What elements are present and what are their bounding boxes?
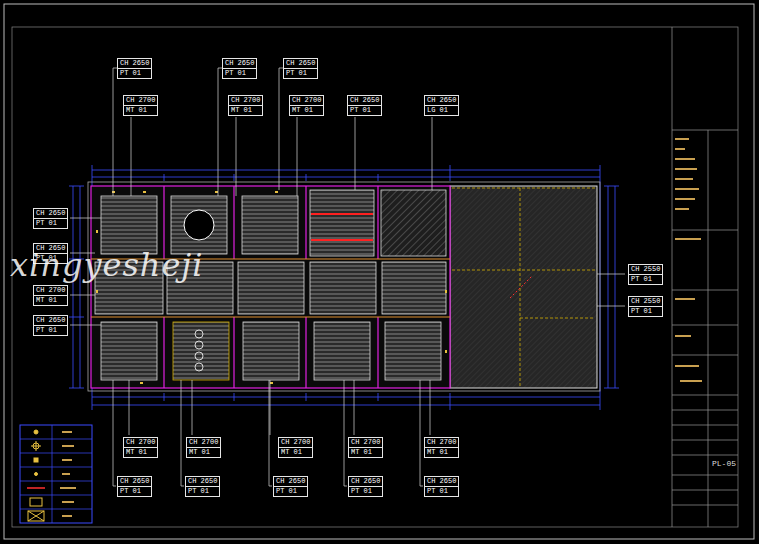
finish-tag: CH 2700MT 01 [123, 95, 158, 116]
finish-tag: CH 2550PT 01 [628, 264, 663, 285]
tag-text: PT 01 [629, 307, 662, 316]
tag-text: CH 2700 [229, 96, 262, 106]
tag-text: CH 2550 [629, 265, 662, 275]
tag-text: PT 01 [284, 69, 317, 78]
tag-text: PT 01 [274, 487, 307, 496]
tag-text: CH 2700 [124, 96, 157, 106]
finish-tag: CH 2650PT 01 [348, 476, 383, 497]
finish-tag: CH 2650PT 01 [33, 315, 68, 336]
finish-tag: CH 2700MT 01 [186, 437, 221, 458]
tag-text: CH 2650 [348, 96, 381, 106]
tag-text: PT 01 [34, 326, 67, 335]
finish-tag: CH 2700MT 01 [33, 285, 68, 306]
tag-text: CH 2650 [274, 477, 307, 487]
tag-text: PT 01 [349, 487, 382, 496]
tag-text: CH 2650 [223, 59, 256, 69]
tag-text: CH 2650 [186, 477, 219, 487]
tag-text: CH 2650 [425, 96, 458, 106]
tag-text: PT 01 [118, 69, 151, 78]
tag-text: CH 2700 [34, 286, 67, 296]
finish-tag: CH 2650PT 01 [117, 58, 152, 79]
tag-text: PT 01 [223, 69, 256, 78]
tag-text: CH 2700 [124, 438, 157, 448]
finish-tag: CH 2650PT 01 [424, 476, 459, 497]
watermark: xingyesheji [10, 246, 204, 284]
tag-text: CH 2700 [349, 438, 382, 448]
tag-text: CH 2700 [425, 438, 458, 448]
finish-tag: CH 2700MT 01 [424, 437, 459, 458]
tag-text: MT 01 [425, 448, 458, 457]
finish-tag: CH 2650PT 01 [185, 476, 220, 497]
tag-text: PT 01 [34, 219, 67, 228]
finish-tag: CH 2650PT 01 [222, 58, 257, 79]
tag-text: MT 01 [34, 296, 67, 305]
tag-text: MT 01 [229, 106, 262, 115]
finish-tag: CH 2550PT 01 [628, 296, 663, 317]
finish-tag: CH 2650PT 01 [283, 58, 318, 79]
tag-text: PT 01 [425, 487, 458, 496]
tag-text: CH 2650 [349, 477, 382, 487]
finish-tag: CH 2650PT 01 [33, 208, 68, 229]
tag-text: LG 01 [425, 106, 458, 115]
tag-text: MT 01 [349, 448, 382, 457]
finish-tag: CH 2700MT 01 [289, 95, 324, 116]
tag-text: CH 2650 [34, 316, 67, 326]
tag-text: CH 2550 [629, 297, 662, 307]
finish-tag: CH 2700MT 01 [348, 437, 383, 458]
finish-tag: CH 2700MT 01 [228, 95, 263, 116]
finish-tag: CH 2700MT 01 [123, 437, 158, 458]
tag-text: CH 2700 [279, 438, 312, 448]
finish-tag: CH 2650LG 01 [424, 95, 459, 116]
tag-text: CH 2700 [187, 438, 220, 448]
finish-tag: CH 2650PT 01 [117, 476, 152, 497]
finish-tag: CH 2650PT 01 [347, 95, 382, 116]
finish-tag: CH 2700MT 01 [278, 437, 313, 458]
tag-text: MT 01 [279, 448, 312, 457]
finish-tag: CH 2650PT 01 [273, 476, 308, 497]
tag-text: CH 2650 [118, 59, 151, 69]
tag-text: PT 01 [186, 487, 219, 496]
tag-text: CH 2650 [284, 59, 317, 69]
tag-text: CH 2650 [425, 477, 458, 487]
tag-text: CH 2650 [118, 477, 151, 487]
tag-text: PT 01 [118, 487, 151, 496]
tag-text: MT 01 [124, 106, 157, 115]
tag-text: MT 01 [290, 106, 323, 115]
tag-text: CH 2700 [290, 96, 323, 106]
tag-text: MT 01 [187, 448, 220, 457]
tag-text: MT 01 [124, 448, 157, 457]
tag-text: PT 01 [629, 275, 662, 284]
sheet-number: PL-05 [712, 459, 736, 468]
tag-text: CH 2650 [34, 209, 67, 219]
tag-text: PT 01 [348, 106, 381, 115]
